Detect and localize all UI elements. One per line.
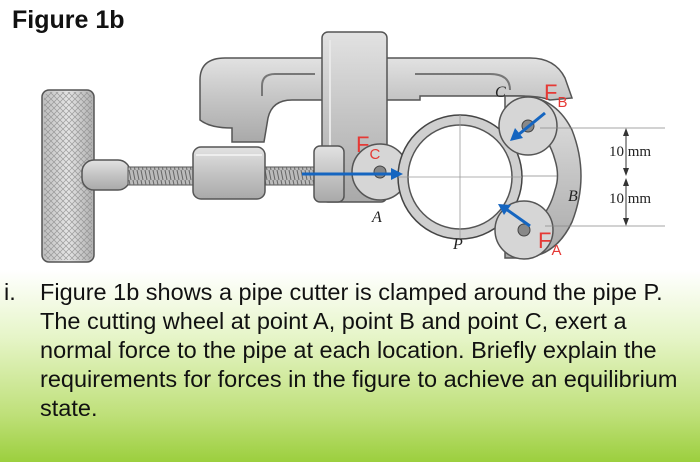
- question-number: i.: [4, 279, 16, 305]
- right-jaw: [504, 95, 582, 259]
- force-label-fc: FC: [356, 132, 380, 163]
- frame-slot-right: [415, 73, 511, 91]
- question-text: Figure 1b shows a pipe cutter is clamped…: [40, 279, 678, 421]
- background-gradient: [0, 270, 700, 462]
- point-label-b: B: [568, 188, 578, 205]
- force-arrow-fb: [517, 111, 546, 137]
- dim-label-lower: 10 mm: [609, 191, 651, 207]
- force-label-fb: FB: [544, 80, 567, 111]
- force-arrow-fa: [505, 207, 531, 228]
- pipe-cutter-diagram: 10 mm 10 mm FC FB FA C B A P: [41, 31, 665, 263]
- screw-nut: [192, 146, 266, 200]
- point-label-a: A: [371, 209, 382, 226]
- force-label-fa: FA: [538, 228, 561, 259]
- frame-slot: [261, 73, 315, 96]
- point-label-p: P: [452, 236, 463, 253]
- dim-label-upper: 10 mm: [609, 144, 651, 160]
- point-label-c: C: [495, 84, 506, 101]
- knob-shaft: [81, 159, 131, 191]
- figure-title: Figure 1b: [12, 6, 125, 34]
